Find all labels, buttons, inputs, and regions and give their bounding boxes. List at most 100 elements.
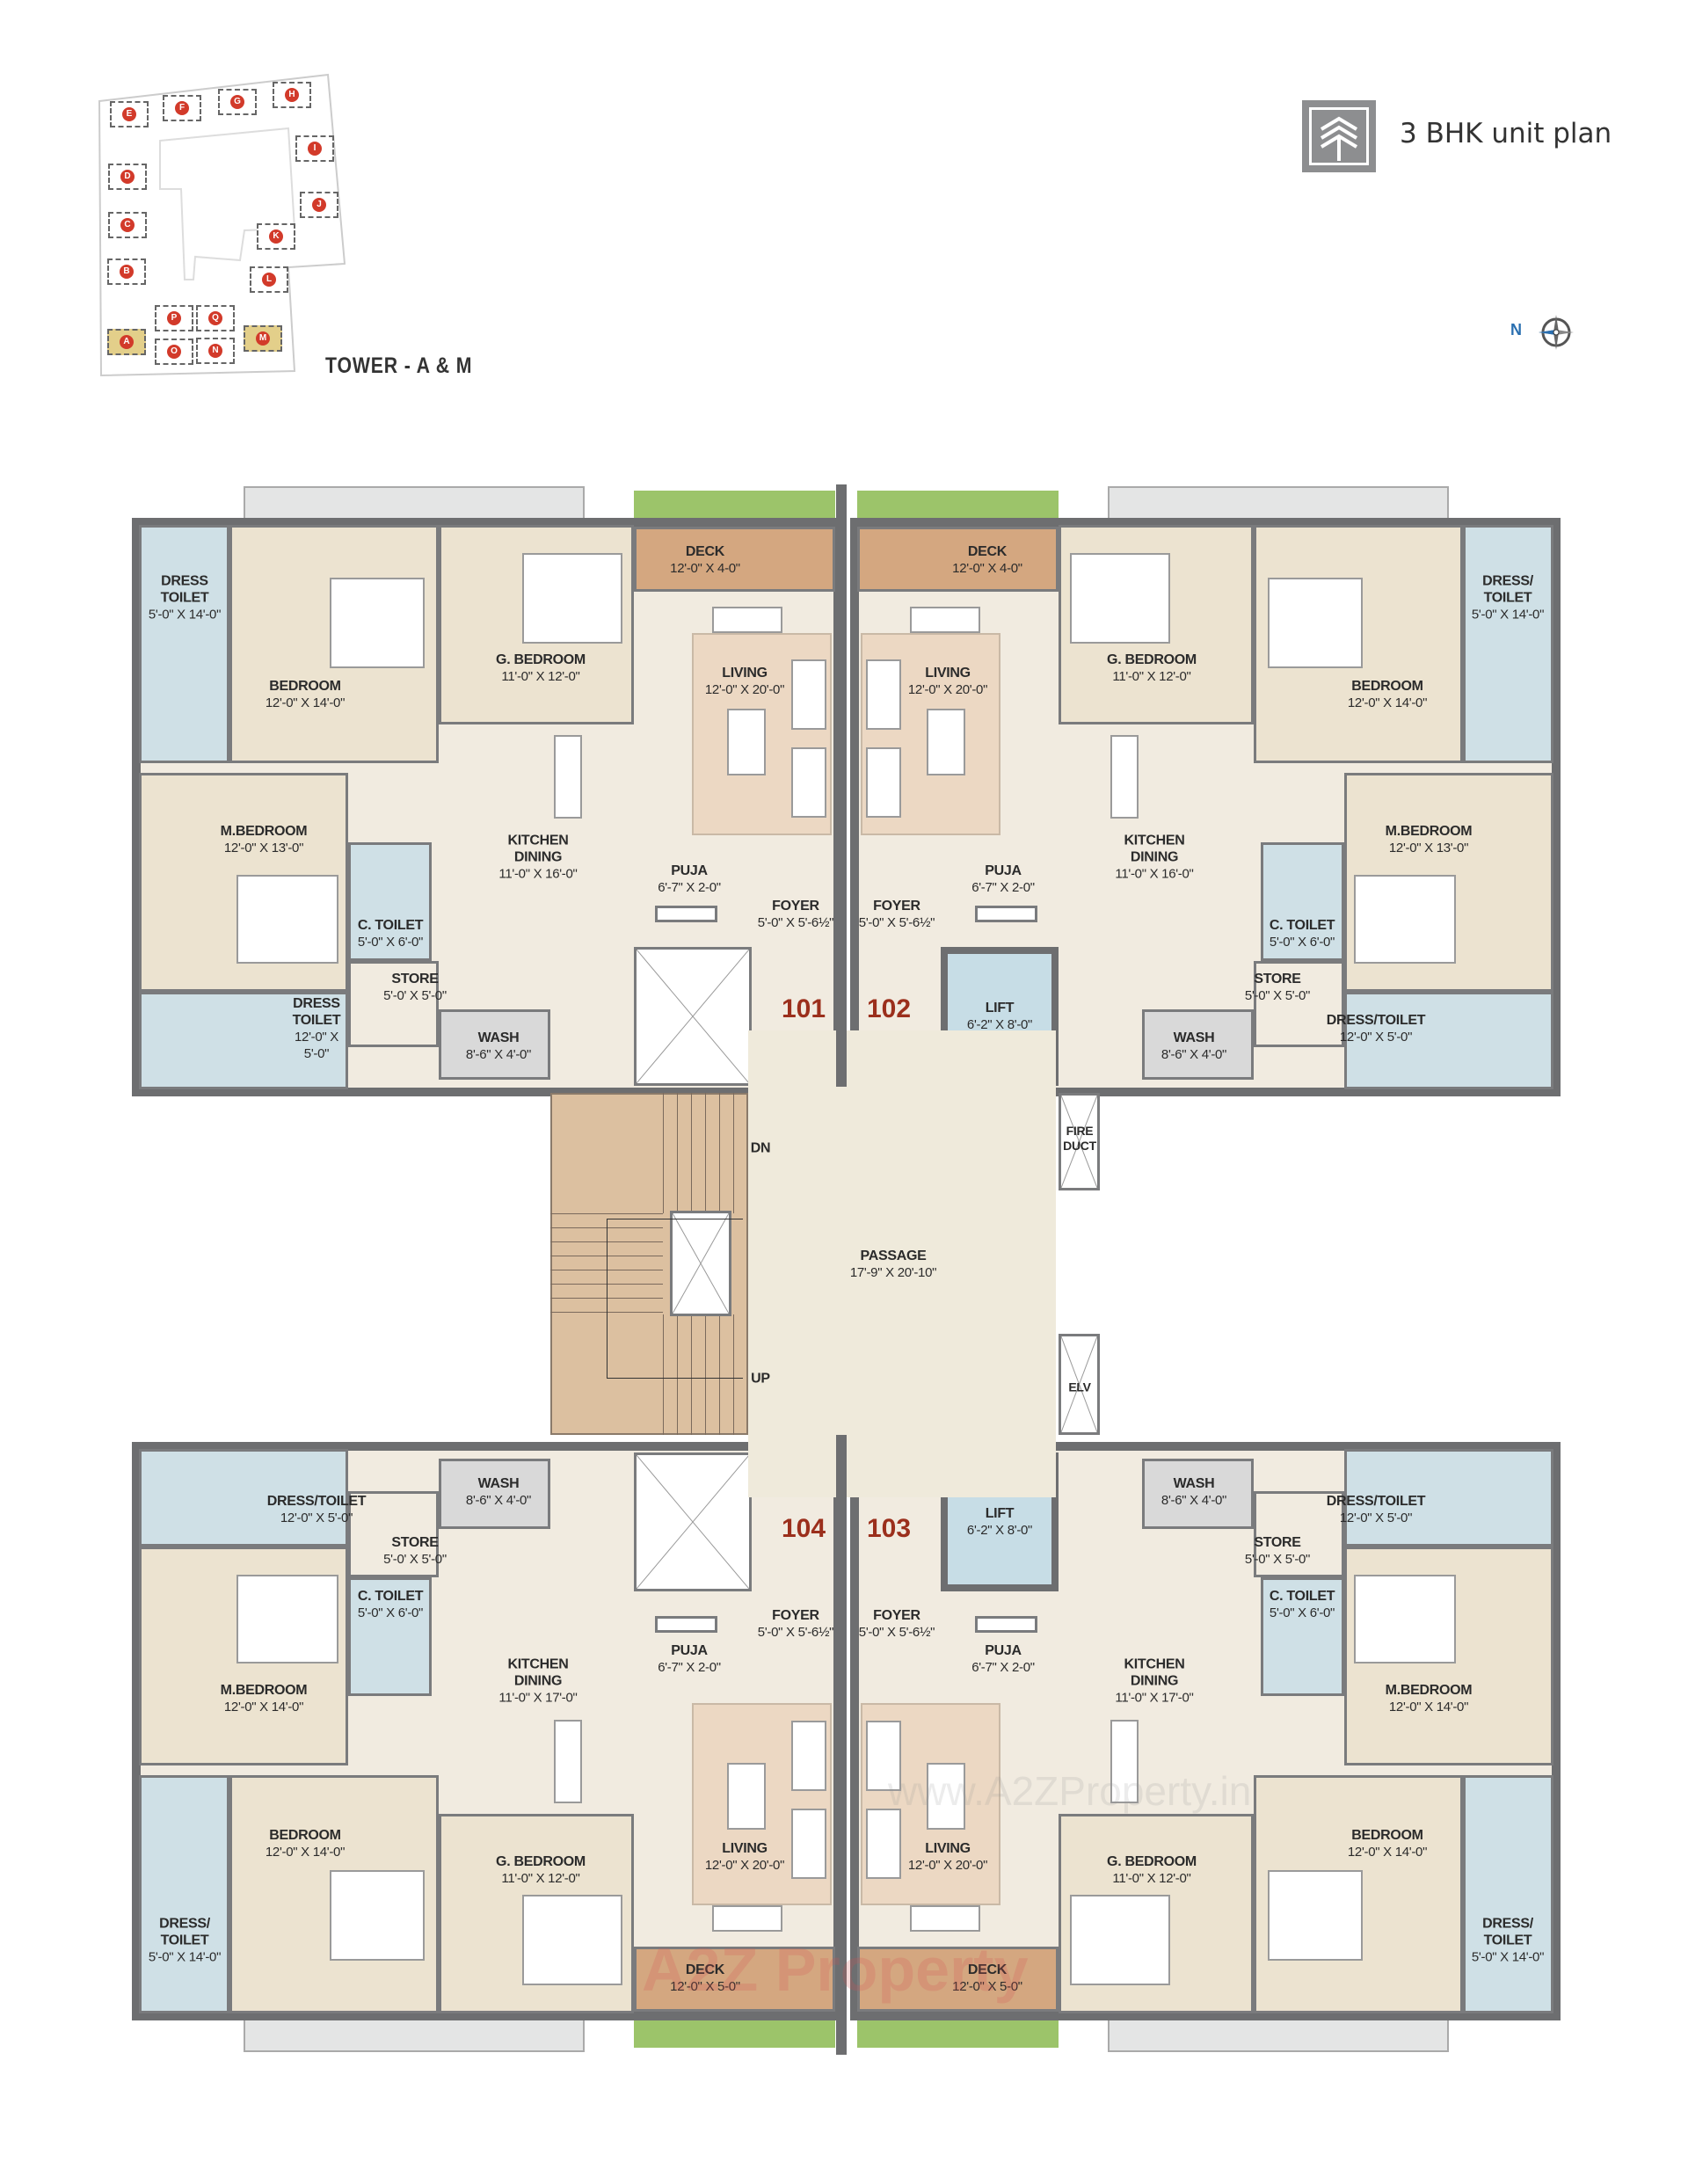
room-dimension: 12'-0" X 20'-0": [907, 1858, 988, 1873]
room-name: DECK: [967, 1962, 1008, 1977]
sofa-icon: [791, 1809, 826, 1879]
room-dimension: 12'-0" X 5'-0": [280, 1511, 353, 1525]
dining-table-icon: [1110, 1720, 1139, 1803]
key-plan-tower-marker: P: [167, 311, 181, 325]
room-name: FOYER: [873, 899, 920, 914]
room-dimension: 12'-0" X 20'-0": [704, 1858, 785, 1873]
room-name: PUJA: [671, 1643, 708, 1658]
room-name: M.BEDROOM: [220, 824, 308, 839]
window-ledge: [1108, 2017, 1449, 2052]
unit-103-wash: [1142, 1459, 1254, 1529]
room-name: DRESS/TOILET: [1326, 1494, 1426, 1509]
key-plan-tower: [155, 339, 193, 365]
room-dimension: 12'-0" X 14'-0": [223, 1700, 304, 1714]
room-dimension: 5'-0" X 14'-0": [148, 607, 222, 622]
key-plan-tower-marker: F: [175, 101, 189, 115]
unit-101-dress-toilet: [139, 525, 229, 763]
stair-step: [677, 1314, 678, 1435]
room-dimension: 5'-0' X 5'-0": [383, 988, 447, 1003]
passage: [748, 1030, 1056, 1497]
window-ledge: [244, 2017, 585, 2052]
unit-102-dress-toilet: [1463, 525, 1553, 763]
dining-table-icon: [554, 1720, 582, 1803]
room-name: PUJA: [985, 863, 1022, 878]
room-name: DRESS/TOILET: [1326, 1013, 1426, 1028]
key-plan-tower-marker: J: [312, 198, 326, 212]
unit-103-common-toilet: [1261, 1577, 1344, 1696]
room-name: PUJA: [985, 1643, 1022, 1658]
lift-name: LIFT: [985, 1506, 1015, 1521]
coffee-table-icon: [727, 709, 766, 775]
stair-step: [733, 1093, 734, 1213]
plan-title: 3 BHK unit plan: [1400, 118, 1612, 149]
coffee-table-icon: [727, 1763, 766, 1830]
room-name: WASH: [477, 1476, 520, 1491]
key-plan-tower-marker: B: [120, 265, 134, 279]
unit-103-dress-toilet-secondary-label: DRESS/TOILET 12'-0" X 5'-0": [1327, 1493, 1426, 1526]
room-dimension: 11'-0" X 16'-0": [498, 866, 578, 882]
compass-icon: [1537, 313, 1575, 352]
key-plan-tower-marker: C: [120, 218, 135, 232]
room-dimension: 12'-0" X 5'-0": [1339, 1511, 1413, 1525]
stair-step: [550, 1213, 663, 1214]
unit-101-wash: [439, 1009, 550, 1080]
watermark-url: www.A2ZProperty.in: [888, 1768, 1252, 1814]
room-dimension: 11'-0" X 12'-0": [1112, 669, 1191, 684]
bed-icon: [330, 578, 425, 668]
stair-step: [705, 1314, 706, 1435]
bed-icon: [1268, 578, 1363, 668]
key-plan-tower-marker: H: [285, 88, 299, 102]
sofa-icon: [791, 659, 826, 730]
unit-103-dress-toilet-secondary: [1344, 1449, 1553, 1547]
room-name: KITCHEN DINING: [1124, 833, 1185, 865]
room-dimension: 11'-0" X 17'-0": [498, 1690, 578, 1706]
passage-name: PASSAGE: [860, 1249, 927, 1263]
unit-101-dress-toilet-secondary: [139, 992, 348, 1089]
room-dimension: 5'-0" X 6'-0": [357, 935, 424, 950]
stair-step: [733, 1314, 734, 1435]
room-name: STORE: [1254, 972, 1301, 986]
unit-104-dress-toilet: [139, 1775, 229, 2013]
stair-step: [719, 1093, 720, 1213]
room-name: FOYER: [772, 899, 819, 914]
room-dimension: 11'-0" X 16'-0": [1115, 866, 1194, 882]
coffee-table-icon: [927, 1763, 965, 1830]
room-name: LIVING: [925, 666, 971, 681]
room-dimension: 8'-6" X 4'-0": [465, 1493, 532, 1508]
sofa-icon: [910, 1905, 980, 1932]
unit-101-store: [348, 961, 439, 1047]
coffee-table-icon: [927, 709, 965, 775]
room-name: DRESS TOILET: [292, 996, 341, 1028]
unit-104-common-toilet: [348, 1577, 432, 1696]
divider-wall: [836, 1435, 847, 2055]
stair-step: [705, 1093, 706, 1213]
room-dimension: 5'-0" X 14'-0": [1471, 607, 1545, 622]
sofa-icon: [712, 1905, 782, 1932]
room-name: FOYER: [772, 1608, 819, 1623]
unit-101-common-toilet-label: C. TOILET 5'-0" X 6'-0": [357, 917, 424, 950]
room-name: G. BEDROOM: [496, 652, 586, 667]
lift-name: LIFT: [985, 1001, 1015, 1016]
key-plan-tower-marker: L: [262, 273, 276, 287]
room-name: STORE: [391, 1535, 439, 1550]
passage-dim: 17'-9" X 20'-10": [849, 1265, 937, 1280]
room-name: C. TOILET: [357, 918, 424, 933]
